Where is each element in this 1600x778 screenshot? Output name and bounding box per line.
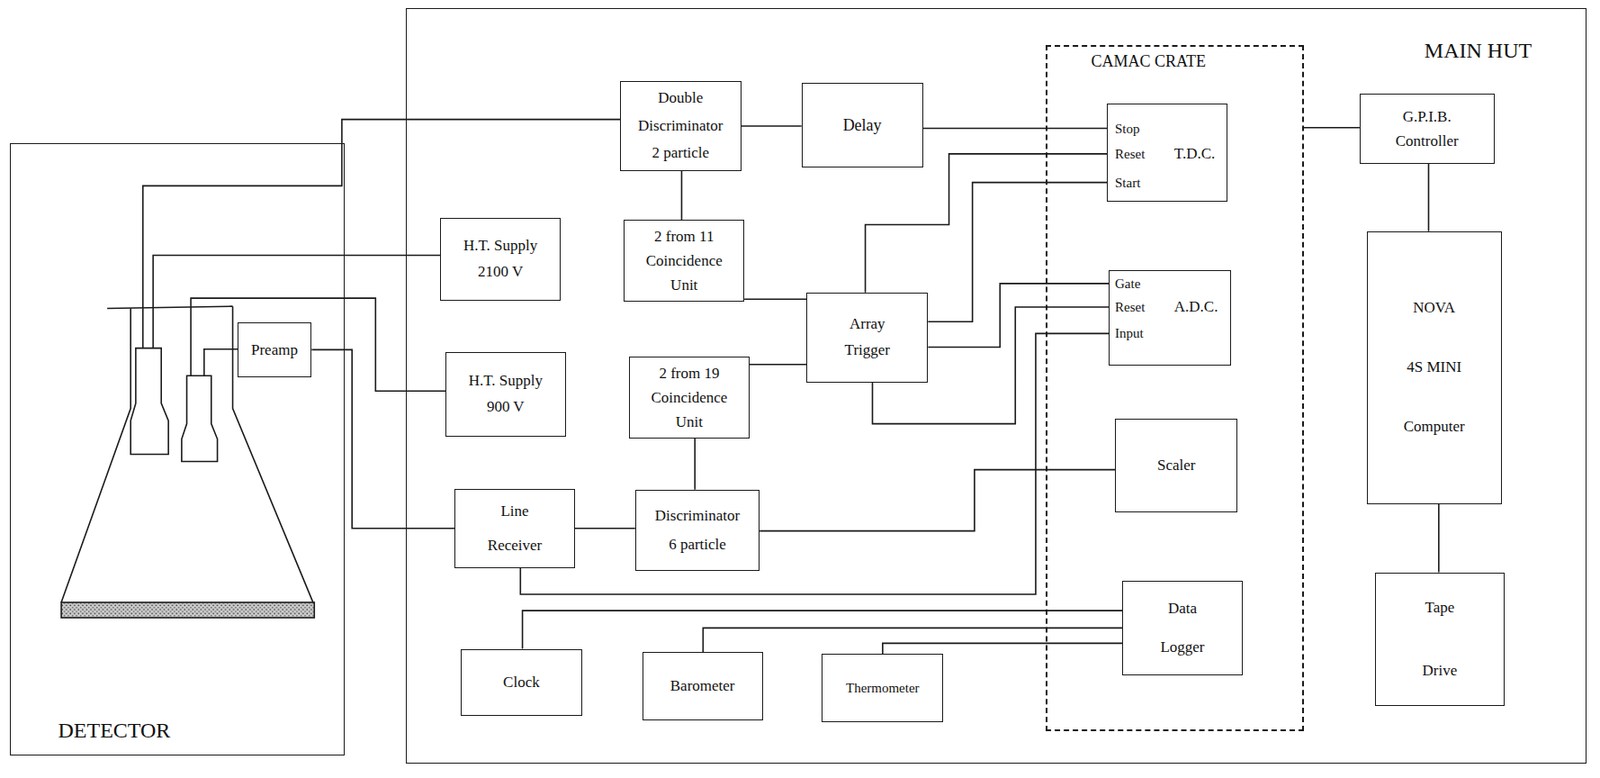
box-label: Clock	[503, 669, 540, 694]
process-box: Clock	[460, 648, 583, 717]
signal-wire	[882, 642, 1123, 654]
region-label: MAIN HUT	[1424, 37, 1532, 64]
process-box: 2 from 19 Coincidence Unit	[629, 356, 750, 439]
signal-wire	[575, 527, 636, 530]
signal-wire	[749, 363, 808, 366]
process-box: Discriminator 6 particle	[635, 489, 760, 572]
signal-wire	[693, 438, 696, 490]
region-outline: T.D.C.StopResetStartA.D.C.GateResetInput…	[1045, 44, 1304, 731]
box-label: Discriminator 6 particle	[652, 501, 743, 560]
signal-wire	[744, 297, 807, 300]
pin-name: Gate	[1114, 275, 1141, 292]
process-box: Array Trigger	[806, 292, 928, 383]
photomultiplier-tube	[130, 348, 169, 455]
box-label: NOVA 4S MINI Computer	[1403, 278, 1466, 458]
process-box: Barometer	[642, 651, 764, 720]
pin-name: Stop	[1114, 120, 1141, 137]
signal-wire	[1428, 163, 1430, 232]
box-label: 2 from 11 Coincidence Unit	[642, 224, 726, 298]
hv-cable	[190, 297, 446, 391]
box-label: Barometer	[670, 673, 736, 698]
signal-wire	[1303, 126, 1360, 129]
signal-wire	[927, 283, 1109, 348]
signal-wire	[923, 127, 1107, 130]
process-box: Line Receiver	[454, 488, 576, 568]
signal-wire	[681, 170, 684, 220]
signal-wire	[1438, 503, 1440, 573]
process-box: A.D.C. GateResetInput	[1108, 269, 1232, 365]
box-label: T.D.C.	[1174, 144, 1216, 163]
process-box: Delay	[801, 82, 924, 168]
box-label: Double Discriminator 2 particle	[635, 84, 726, 168]
box-label: Tape Drive	[1422, 575, 1458, 702]
signal-wire	[741, 125, 802, 127]
box-label: 2 from 19 Coincidence Unit	[647, 360, 731, 435]
box-label: Preamp	[251, 337, 298, 362]
signal-wire	[702, 627, 1123, 652]
box-label: H.T. Supply 900 V	[460, 368, 551, 421]
process-box: H.T. Supply 2100 V	[440, 217, 561, 301]
signal-wire	[927, 182, 1107, 323]
box-label: Array Trigger	[831, 311, 904, 364]
box-label: G.P.I.B. Controller	[1382, 104, 1473, 153]
signal-cable	[143, 119, 621, 349]
process-box: T.D.C. StopResetStart	[1106, 103, 1228, 202]
photomultiplier-tube	[181, 375, 218, 461]
flask-wall	[61, 307, 131, 603]
pin-name: Start	[1114, 174, 1141, 191]
box-label: Delay	[843, 112, 882, 139]
region-label: DETECTOR	[57, 717, 171, 744]
process-box: Scaler	[1114, 418, 1238, 513]
flask-top	[107, 305, 233, 308]
process-box: Preamp	[237, 322, 313, 378]
process-box: Thermometer	[821, 653, 944, 722]
process-box: Tape Drive	[1375, 572, 1505, 707]
signal-wire	[865, 153, 1108, 293]
box-label: Thermometer	[845, 676, 920, 699]
region-outline: T.D.C.StopResetStartA.D.C.GateResetInput…	[405, 8, 1587, 764]
pin-name: Reset	[1114, 145, 1145, 162]
box-label: Scaler	[1157, 452, 1196, 477]
signal-wire	[759, 469, 1115, 531]
box-label: Line Receiver	[487, 494, 542, 562]
pin-name: Input	[1114, 324, 1144, 342]
flask-wall	[233, 305, 315, 605]
process-box: 2 from 11 Coincidence Unit	[623, 219, 745, 302]
process-box: Double Discriminator 2 particle	[620, 80, 742, 171]
scintillator-slab	[61, 602, 315, 618]
process-box: Data Logger	[1122, 580, 1243, 675]
box-label: H.T. Supply 2100 V	[455, 233, 546, 286]
signal-cable	[204, 349, 238, 376]
process-box: H.T. Supply 900 V	[445, 351, 567, 437]
box-label: A.D.C.	[1174, 297, 1219, 316]
process-box: NOVA 4S MINI Computer	[1366, 231, 1502, 504]
signal-wire	[311, 349, 455, 528]
pin-name: Reset	[1114, 298, 1145, 315]
process-box: G.P.I.B. Controller	[1359, 93, 1495, 164]
box-label: Data Logger	[1159, 589, 1205, 666]
region-label: CAMAC CRATE	[1090, 52, 1206, 72]
region-outline: PreampDETECTOR	[9, 143, 345, 756]
